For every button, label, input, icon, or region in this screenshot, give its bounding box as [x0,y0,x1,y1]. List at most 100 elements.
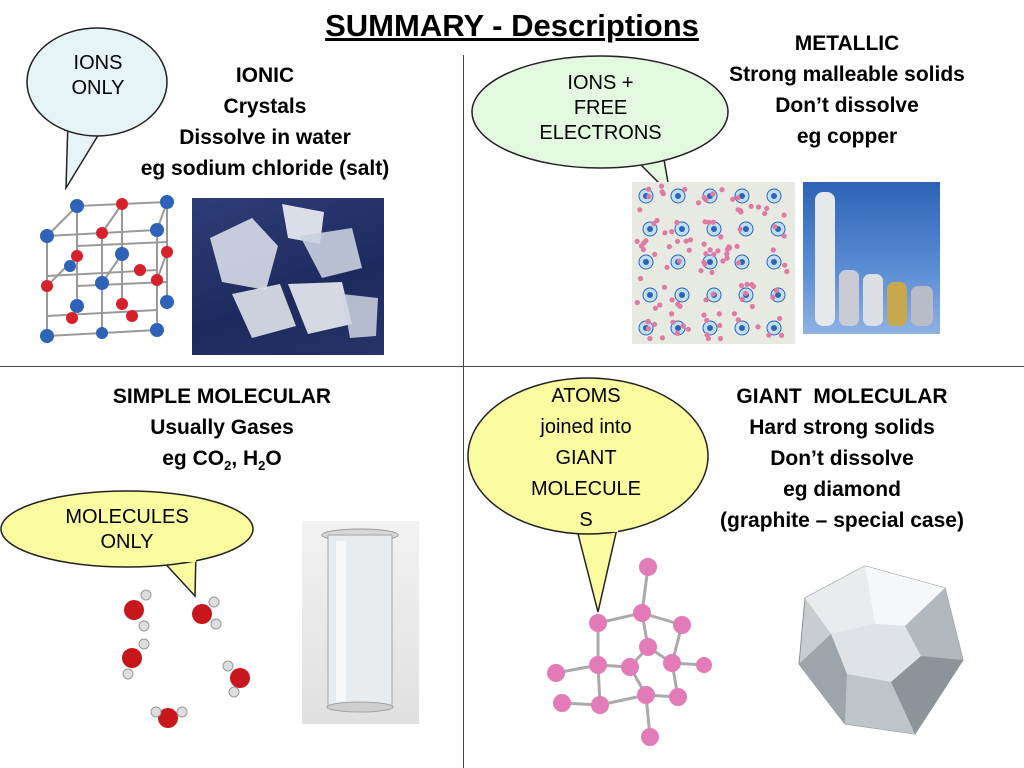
free-electron [734,243,740,249]
free-electron [701,259,707,265]
free-electron [687,237,694,243]
ionic-bubble-line-2: ONLY [71,77,125,99]
metallic-heading: METALLIC [794,32,900,55]
atoms-bubble-line-5: S [579,509,593,531]
free-electron [659,335,665,341]
free-electron [738,209,744,215]
metallic-line-dissolve: Don’t dissolve [775,94,919,117]
free-electron [731,311,737,317]
free-electron [720,258,726,264]
metal-ion-core [707,259,713,265]
free-electron [755,324,761,330]
atoms-bubble-line-3: GIANT [555,447,617,469]
simple-molecular-line-example: eg CO2, H2O [72,443,372,481]
atoms-bubble-line-4: MOLECULE [530,478,642,500]
free-electron [710,191,716,197]
free-electron [777,315,783,322]
metal-ion-core [679,226,685,232]
ionic-line-crystals: Crystals [223,95,307,118]
free-electron [680,323,686,329]
free-electron [738,283,745,289]
formula-subscript-h2o: 2 [258,458,266,474]
free-electron [647,335,653,342]
free-electron [703,297,709,303]
free-electron [705,335,711,342]
free-electron [715,248,721,254]
simple-molecular-description: SIMPLE MOLECULAR Usually Gases eg CO2, H… [72,381,372,481]
free-electron [748,203,754,209]
formula-prefix: eg CO [162,447,225,470]
free-electron [670,319,676,325]
free-electron [659,189,665,195]
diamond-photo [798,565,964,735]
free-electron [717,335,724,342]
quadrant-divider-horizontal [0,366,1024,367]
metal-ion-core [711,226,717,232]
atoms-bubble-line-2: joined into [540,416,632,438]
giant-molecular-line-example: eg diamond [783,478,901,501]
free-electron [744,281,750,287]
ionic-description: IONIC Crystals Dissolve in water eg sodi… [100,60,430,184]
metal-ion-core [775,292,781,298]
molecules-bubble-line-1: MOLECULES [65,506,189,528]
metal-ion-core [675,325,681,331]
metal-cylinders-photo [803,182,940,334]
quadrant-divider-vertical [463,55,464,768]
sodium-chloride-lattice-diagram [40,195,174,343]
free-electron [674,238,681,244]
free-electron [675,301,681,307]
ionic-bubble-line-1: IONS [73,52,123,74]
free-electron [645,319,651,325]
free-electron [704,317,710,323]
ionic-heading: IONIC [235,64,295,87]
free-electron [719,187,725,193]
metal-ion-core [679,292,685,298]
free-electron [718,234,724,240]
metal-ion-core [739,193,745,199]
metallic-lattice-diagram [632,182,795,344]
free-electron [634,299,640,306]
free-electron [717,322,723,329]
free-electron [669,229,675,235]
giant-molecular-line-dissolve: Don’t dissolve [770,447,914,470]
free-electron [685,326,691,332]
metal-ion-core [643,259,649,265]
free-electron [638,243,645,249]
free-electron [674,330,680,336]
free-electron [736,260,742,266]
free-electron [772,224,778,230]
metal-ion-core [647,292,653,298]
simple-molecular-heading: SIMPLE MOLECULAR [112,385,332,408]
formula-suffix: O [265,447,282,470]
free-electron [654,217,660,224]
free-electron [716,311,722,317]
giant-molecular-description: GIANT MOLECULAR Hard strong solids Don’t… [692,381,992,536]
free-electron [737,226,743,232]
free-electron [669,297,675,303]
free-electron [749,303,755,310]
metallic-speech-bubble [471,55,729,197]
ionic-speech-bubble [26,27,168,191]
ionic-line-dissolve: Dissolve in water [179,126,351,149]
gas-jar-photo [302,521,419,724]
free-electron [698,268,704,274]
free-electron [762,210,768,217]
metal-ion-core [675,193,681,199]
free-electron [701,195,707,201]
metallic-line-example: eg copper [796,125,898,148]
free-electron [683,238,689,244]
diamond-structure-diagram [547,558,712,746]
metal-ion-core [771,325,777,331]
free-electron [724,251,730,257]
free-electron [646,186,652,192]
ionic-line-example: eg sodium chloride (salt) [140,157,390,180]
molecules-speech-bubble [0,490,254,598]
sodium-ions [40,195,174,343]
molecules-bubble-line-2: ONLY [100,531,154,553]
metallic-description: METALLIC Strong malleable solids Don’t d… [697,28,997,152]
free-electron [658,183,665,189]
free-electron [784,268,790,275]
free-electron [634,238,640,244]
free-electron [666,244,672,250]
free-electron [710,291,716,297]
